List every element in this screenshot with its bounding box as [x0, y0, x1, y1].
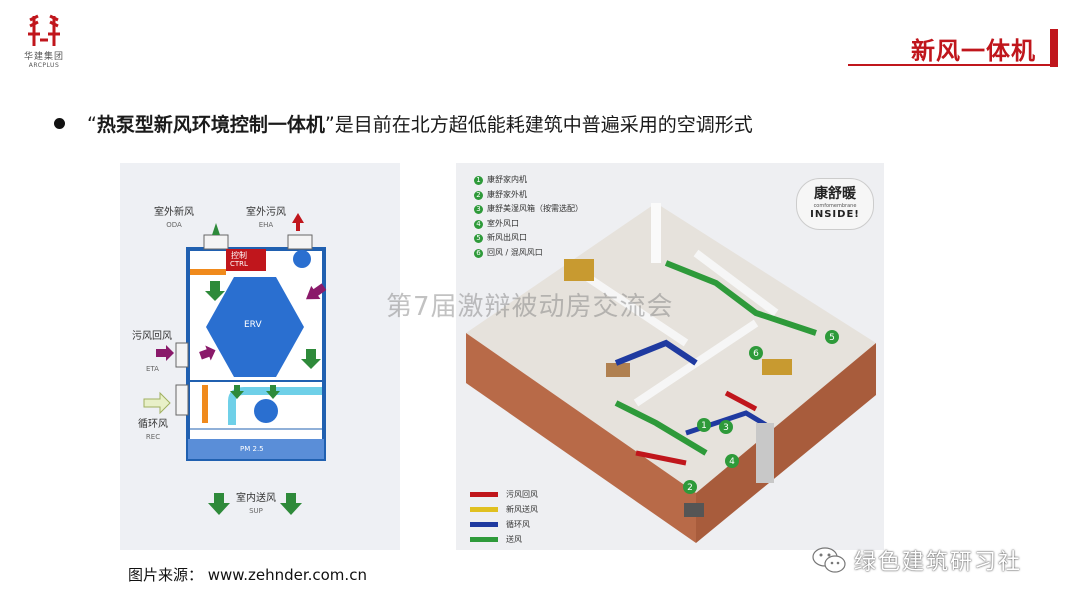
- marker-2: 2: [687, 483, 693, 493]
- arcplus-logo-icon: [28, 14, 60, 46]
- red-swatch-icon: [470, 492, 498, 497]
- house-drawing: 1 2 3 4 5 6: [466, 203, 876, 543]
- marker-3: 3: [723, 423, 729, 433]
- brand-en: comfomembrane: [813, 203, 857, 209]
- label-erv: ERV: [244, 320, 262, 330]
- label-eta-en: ETA: [146, 365, 159, 373]
- pipe-legend-item: 循环风: [470, 517, 538, 532]
- image-source: 图片来源： www.zehnder.com.cn: [128, 566, 367, 584]
- wechat-icon: [812, 547, 846, 573]
- pipe-legend-item: 新风送风: [470, 502, 538, 517]
- bullet-icon: [54, 118, 65, 129]
- pipe-legend-item: 送风: [470, 532, 538, 547]
- watermark-text: 第7届激辩被动房交流会: [386, 292, 674, 322]
- brand-cn: 康舒暖: [814, 186, 856, 202]
- bullet-point: “ 热泵型新风环境控制一体机 ” 是目前在北方超低能耗建筑中普遍采用的空调形式: [54, 110, 753, 137]
- marker-6: 6: [753, 349, 759, 359]
- company-logo: 华建集团 ARCPLUS: [14, 14, 74, 74]
- label-pm25: PM 2.5: [240, 445, 264, 453]
- title-accent-bar: [1050, 29, 1058, 67]
- pipe-legend: 污风回风 新风送风 循环风 送风: [470, 487, 538, 547]
- yellow-swatch-icon: [470, 507, 498, 512]
- marker-5: 5: [829, 333, 835, 343]
- wechat-account-name: 绿色建筑研习社: [854, 550, 1023, 575]
- erv-schematic-drawing: [143, 213, 327, 515]
- brand-inside: INSIDE!: [810, 209, 860, 220]
- green-swatch-icon: [470, 537, 498, 542]
- pipe-legend-item: 污风回风: [470, 487, 538, 502]
- comfomembrane-badge: 康舒暖 comfomembrane INSIDE!: [796, 178, 874, 230]
- logo-en: ARCPLUS: [28, 62, 60, 69]
- quote-open: “: [87, 112, 97, 135]
- bullet-text: 是目前在北方超低能耗建筑中普遍采用的空调形式: [334, 114, 753, 136]
- slide-title-bar: 新风一体机: [911, 28, 1058, 68]
- marker-1: 1: [701, 421, 707, 431]
- title-underline: [848, 64, 1058, 66]
- wechat-watermark: 绿色建筑研习社: [812, 544, 1022, 576]
- logo-cn: 华建集团: [23, 52, 64, 62]
- quote-close: ”: [324, 112, 335, 135]
- marker-4: 4: [729, 457, 735, 467]
- slide-title: 新风一体机: [911, 36, 1036, 65]
- blue-swatch-icon: [470, 522, 498, 527]
- bullet-emphasis: 热泵型新风环境控制一体机: [96, 114, 325, 136]
- label-eta: 污风回风: [132, 331, 172, 342]
